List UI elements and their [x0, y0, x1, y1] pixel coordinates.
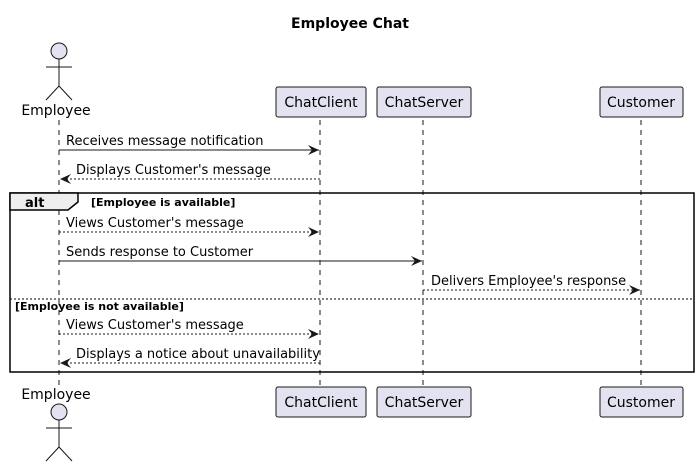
actor-icon-bottom: [45, 403, 73, 462]
alt-guard-2: [Employee is not available]: [15, 300, 184, 313]
participant-label-chatserver-bottom: ChatServer: [385, 395, 464, 411]
participant-customer-bottom: [599, 386, 684, 418]
actor-label-bottom: Employee: [21, 387, 90, 403]
alt-fragment-tab: [9, 192, 79, 211]
message-label: Displays a notice about unavailability: [76, 347, 320, 362]
participant-label-chatclient-top: ChatClient: [284, 95, 358, 111]
message-label: Views Customer's message: [66, 318, 244, 333]
alt-guard-1: [Employee is available]: [91, 196, 235, 209]
message-label: Sends response to Customer: [66, 245, 254, 260]
participant-label-chatclient-bottom: ChatClient: [284, 395, 358, 411]
message-label: Delivers Employee's response: [431, 274, 626, 289]
actor-label-top: Employee: [21, 103, 90, 119]
participant-customer-top: [599, 86, 684, 118]
diagram-title: Employee Chat: [291, 16, 409, 32]
participant-label-customer-top: Customer: [607, 95, 675, 111]
actor-icon-top: [45, 42, 73, 101]
participant-chatclient-top: [275, 86, 367, 118]
alt-fragment: [9, 192, 695, 373]
participant-chatserver-top: [376, 86, 472, 118]
participant-chatserver-bottom: [376, 386, 472, 418]
participant-label-customer-bottom: Customer: [607, 395, 675, 411]
message-label: Receives message notification: [66, 134, 263, 149]
alt-keyword: alt: [25, 196, 44, 211]
message-label: Displays Customer's message: [76, 163, 271, 178]
participant-label-chatserver-top: ChatServer: [385, 95, 464, 111]
participant-chatclient-bottom: [275, 386, 367, 418]
message-label: Views Customer's message: [66, 216, 244, 231]
